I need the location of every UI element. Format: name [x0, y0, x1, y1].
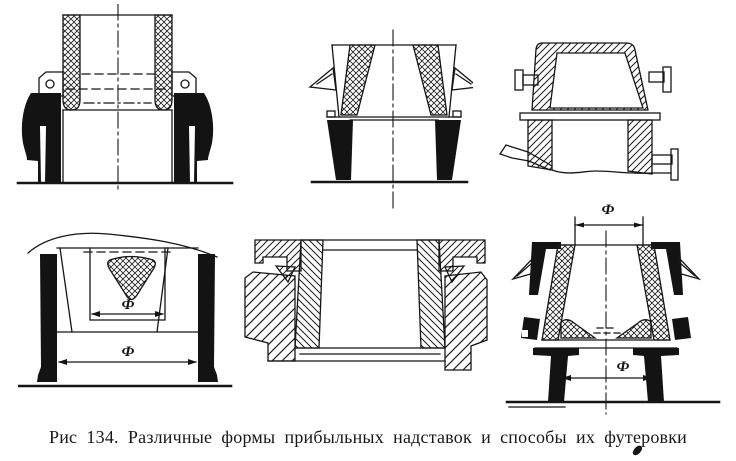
crosshatched-lining	[340, 44, 448, 116]
funnel-outline	[56, 247, 199, 333]
cavity-outline	[267, 239, 446, 362]
drawing-tapered-riser-wedge-inserts: Ф	[505, 202, 721, 415]
mold-black-walls	[21, 93, 214, 183]
carrier-lugs	[38, 71, 197, 97]
dimension-top-diameter: Ф	[574, 202, 644, 246]
drawing-straight-riser-lining	[16, 4, 234, 192]
bracket-lugs	[308, 66, 473, 91]
dimension-inner-diameter: Ф	[91, 297, 164, 317]
crosshatched-core-insert	[107, 255, 156, 301]
diameter-label: Ф	[602, 202, 615, 218]
hatched-lower-walls	[527, 119, 653, 175]
top-hooks	[254, 239, 486, 284]
dimension-outer-diameter: Ф	[58, 344, 197, 365]
hatched-upper-shell	[531, 42, 649, 111]
trunnion-pins-upper	[514, 66, 672, 93]
drawing-riser-wedge-core: Ф Ф	[18, 232, 233, 388]
hook-and-break-line	[499, 144, 653, 174]
diameter-label: Ф	[617, 359, 630, 375]
mold-seat	[310, 110, 469, 184]
figure-caption: Рис 134. Различные формы прибыльных надс…	[48, 427, 688, 447]
drawing-riser-casing-with-pins	[499, 42, 679, 181]
mold-black-walls	[37, 254, 218, 382]
body-outline	[16, 4, 234, 192]
outer-mold-blocks	[244, 271, 488, 371]
diameter-label: Ф	[122, 344, 135, 360]
dimension-bottom-diameter: Ф	[562, 359, 652, 381]
trunnion-pin-lower	[651, 148, 679, 181]
drawing-assembled-mold-section	[244, 239, 488, 371]
black-angle-frames	[521, 242, 691, 340]
crosshatched-lining	[62, 14, 173, 111]
black-bottom-mold	[533, 348, 679, 402]
drawing-tapered-riser-lining	[308, 29, 473, 209]
bracket-lugs	[510, 256, 702, 281]
sand-mound-line	[27, 232, 218, 258]
hatched-lining-bands	[294, 239, 446, 349]
diameter-label: Ф	[122, 297, 135, 313]
flange	[519, 112, 661, 121]
